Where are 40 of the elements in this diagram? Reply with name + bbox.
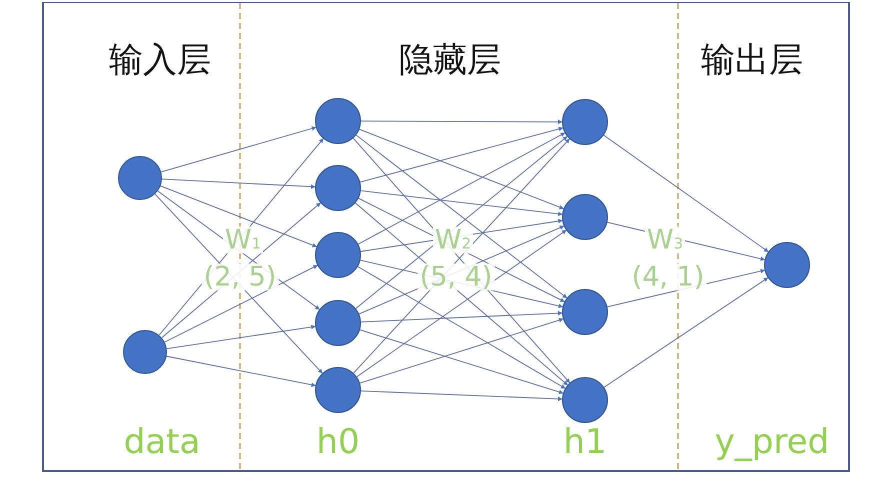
arrow: [358, 132, 566, 245]
arrow: [160, 126, 316, 172]
neuron-circle: [118, 156, 162, 200]
arrow: [360, 126, 564, 183]
neuron-circle: [315, 232, 361, 278]
layer-label: h0: [315, 425, 361, 459]
neuron-circle: [315, 300, 361, 346]
layer-label: y_pred: [714, 425, 830, 459]
neuron-circle: [562, 289, 608, 335]
neuron-circle: [562, 99, 608, 145]
section-heading: 隐藏层: [398, 43, 502, 77]
arrow: [360, 310, 562, 322]
arrow: [360, 390, 562, 402]
arrow: [166, 356, 316, 387]
arrow: [603, 134, 769, 252]
arrow: [357, 266, 566, 389]
arrow: [360, 190, 563, 216]
arrow: [166, 324, 316, 350]
neuron-circle: [315, 98, 361, 144]
neuron-circle: [562, 194, 608, 240]
arrow: [359, 318, 564, 384]
arrow: [164, 264, 318, 343]
neuron-circle: [562, 377, 608, 423]
arrow: [162, 178, 316, 189]
section-heading: 输出层: [700, 43, 804, 77]
neuron-circle: [764, 242, 810, 288]
shape-label: (5, 4): [418, 264, 494, 290]
neuron-circle: [315, 367, 361, 413]
arrow: [160, 186, 318, 248]
shape-label: (2, 5): [202, 264, 278, 290]
arrow: [360, 120, 562, 124]
arrow: [360, 329, 564, 394]
layer-label: data: [122, 425, 202, 459]
arrow: [359, 128, 564, 210]
arrow: [604, 277, 768, 388]
layer-label: h1: [562, 425, 608, 459]
neuron-circle: [123, 330, 167, 374]
neuron-circle: [315, 165, 361, 211]
section-heading: 输入层: [108, 43, 212, 77]
arrow: [356, 230, 567, 378]
